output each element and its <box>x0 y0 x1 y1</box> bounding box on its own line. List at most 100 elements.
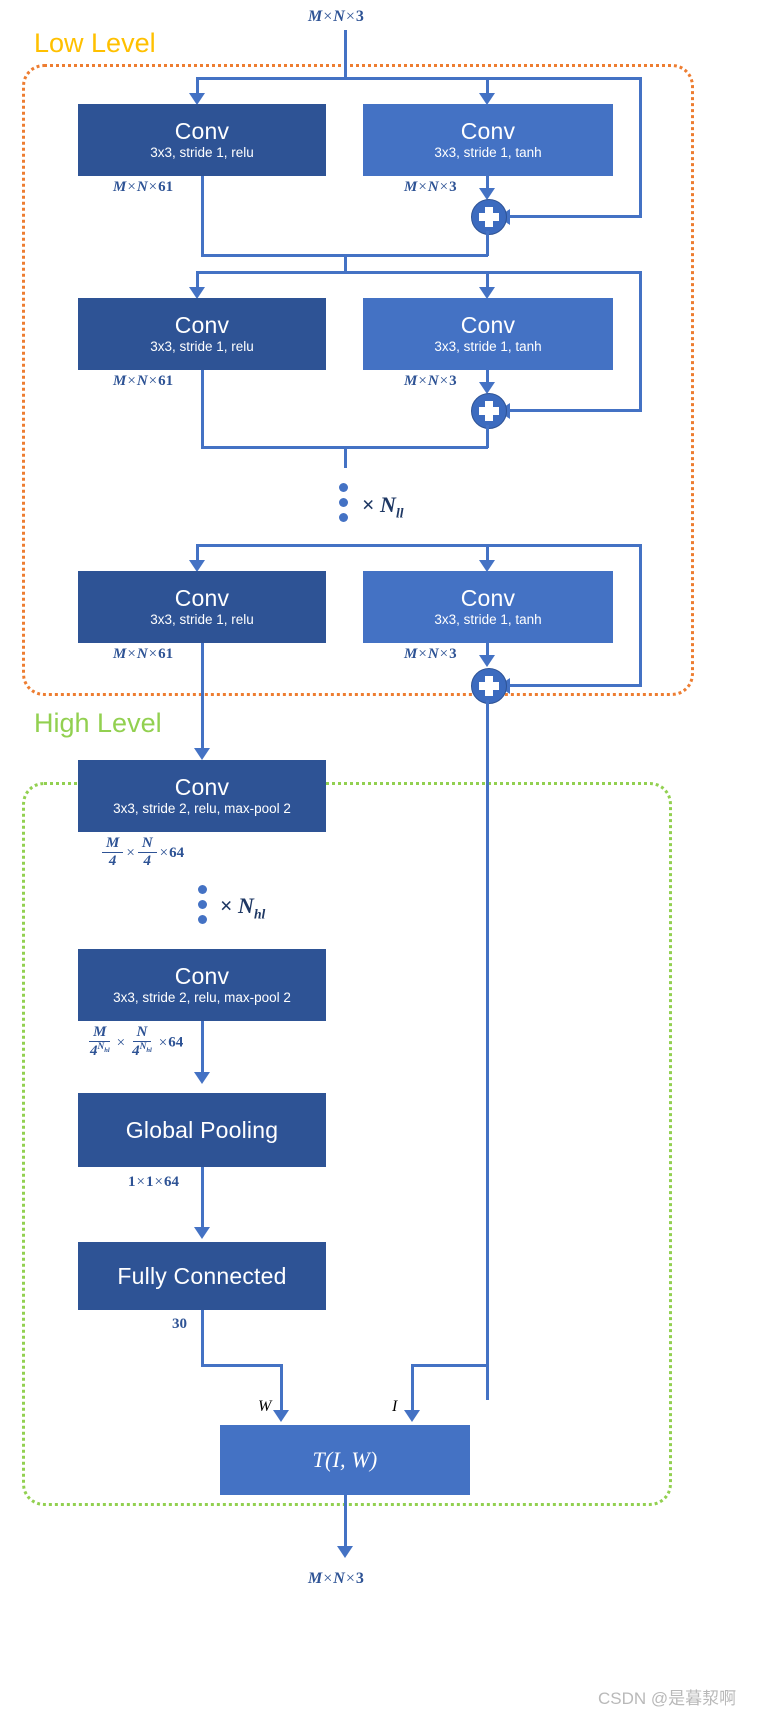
stage3-split-bus <box>196 544 642 547</box>
stage3-right-out-wire <box>486 643 489 659</box>
fully-connected-output-label: 30 <box>172 1316 187 1332</box>
block-title: T(I, W) <box>312 1447 378 1473</box>
global-pooling-output-label: 1×1×64 <box>128 1174 179 1190</box>
stage2-right-out-arrow <box>479 382 495 394</box>
low-conv-relu-3: Conv 3x3, stride 1, relu <box>78 571 326 643</box>
low-conv-tanh-1: Conv 3x3, stride 1, tanh <box>363 104 613 176</box>
block-subtitle: 3x3, stride 1, relu <box>150 611 254 627</box>
i-arrow <box>404 1410 420 1422</box>
stage1-merge-drop <box>344 254 347 272</box>
pool-to-fc-wire <box>201 1167 204 1232</box>
high-conv2-to-pool-arrow <box>194 1072 210 1084</box>
stage2-split-bus <box>196 271 642 274</box>
stage3-left-drop <box>196 544 199 564</box>
stage2-merge-drop <box>344 446 347 468</box>
stage2-right-arrow <box>479 287 495 299</box>
low-conv-tanh-3-output-label: M×N×3 <box>404 646 457 662</box>
stage1-right-arrow <box>479 93 495 105</box>
low-conv-relu-2: Conv 3x3, stride 1, relu <box>78 298 326 370</box>
fc-out-wire <box>201 1310 204 1366</box>
stage1-skip-vertical <box>639 77 642 217</box>
low-level-group-box <box>22 64 694 696</box>
stage2-skip-horizontal <box>505 409 642 412</box>
block-subtitle: 3x3, stride 1, tanh <box>434 144 542 160</box>
i-input-tag: I <box>392 1398 398 1415</box>
stage3-right-arrow <box>479 560 495 572</box>
block-subtitle: 3x3, stride 1, tanh <box>434 338 542 354</box>
watermark: CSDN @是暮洯啊 <box>598 1689 737 1708</box>
low-conv-tanh-2-output-label: M×N×3 <box>404 373 457 389</box>
i-bridge <box>411 1364 489 1367</box>
high-level-repeat-dots <box>198 885 207 924</box>
block-title: Conv <box>174 584 230 611</box>
block-title: Global Pooling <box>125 1116 279 1143</box>
stage3-right-drop <box>486 544 489 564</box>
stage2-left-arrow <box>189 287 205 299</box>
stage3-left-arrow <box>189 560 205 572</box>
stage1-right-drop <box>486 77 489 97</box>
block-subtitle: 3x3, stride 2, relu, max-pool 2 <box>113 800 291 816</box>
block-title: Conv <box>460 117 516 144</box>
stage2-left-drop <box>196 271 199 291</box>
stage1-plus-out-wire <box>486 231 489 256</box>
stage2-skip-vertical <box>639 271 642 411</box>
low-level-title: Low Level <box>34 28 156 58</box>
identity-image-wire <box>486 700 489 1400</box>
stage1-right-out-arrow <box>479 188 495 200</box>
low-conv-tanh-3: Conv 3x3, stride 1, tanh <box>363 571 613 643</box>
global-pooling-block: Global Pooling <box>78 1093 326 1167</box>
fc-w-bridge <box>201 1364 283 1367</box>
stage1-left-arrow <box>189 93 205 105</box>
low-to-high-left-wire <box>201 643 204 753</box>
high-level-group-box <box>22 782 672 1506</box>
block-title: Conv <box>460 311 516 338</box>
stage1-right-out-wire <box>486 176 489 192</box>
block-title: Conv <box>174 117 230 144</box>
w-input-tag: W <box>258 1398 272 1415</box>
stage2-left-out-wire <box>201 370 204 448</box>
high-level-title: High Level <box>34 708 162 738</box>
low-conv-relu-2-output-label: M×N×61 <box>113 373 174 389</box>
stage1-skip-horizontal <box>505 215 642 218</box>
block-subtitle: 3x3, stride 2, relu, max-pool 2 <box>113 989 291 1005</box>
stage1-left-drop <box>196 77 199 97</box>
w-arrow <box>273 1410 289 1422</box>
high-conv-2: Conv 3x3, stride 2, relu, max-pool 2 <box>78 949 326 1021</box>
input-wire <box>344 30 347 78</box>
low-conv-relu-1: Conv 3x3, stride 1, relu <box>78 104 326 176</box>
output-shape-label: M×N×3 <box>308 1570 364 1587</box>
block-title: Conv <box>174 962 230 989</box>
stage1-split-bus <box>196 77 642 80</box>
block-subtitle: 3x3, stride 1, relu <box>150 144 254 160</box>
stage2-right-out-wire <box>486 370 489 386</box>
block-title: Conv <box>460 584 516 611</box>
low-conv-relu-3-output-label: M×N×61 <box>113 646 174 662</box>
i-drop-wire <box>411 1364 414 1416</box>
block-title: Conv <box>174 773 230 800</box>
high-conv2-to-pool-wire <box>201 1021 204 1077</box>
block-subtitle: 3x3, stride 1, relu <box>150 338 254 354</box>
fully-connected-block: Fully Connected <box>78 1242 326 1310</box>
low-conv-tanh-2: Conv 3x3, stride 1, tanh <box>363 298 613 370</box>
transform-block: T(I, W) <box>220 1425 470 1495</box>
stage3-skip-vertical <box>639 544 642 686</box>
stage2-right-drop <box>486 271 489 291</box>
block-subtitle: 3x3, stride 1, tanh <box>434 611 542 627</box>
block-title: Conv <box>174 311 230 338</box>
stage3-right-out-arrow <box>479 655 495 667</box>
block-title: Fully Connected <box>117 1262 287 1289</box>
low-level-repeat-dots <box>339 483 348 522</box>
stage3-skip-horizontal <box>505 684 642 687</box>
low-to-high-left-arrow <box>194 748 210 760</box>
low-conv-relu-1-output-label: M×N×61 <box>113 179 174 195</box>
plus-icon <box>471 199 507 235</box>
high-level-repeat-label: × Nhl <box>220 893 266 922</box>
plus-icon <box>471 393 507 429</box>
w-drop-wire <box>280 1364 283 1416</box>
transform-out-wire <box>344 1495 347 1551</box>
stage2-plus-out-wire <box>486 425 489 448</box>
stage1-left-out-wire <box>201 176 204 254</box>
